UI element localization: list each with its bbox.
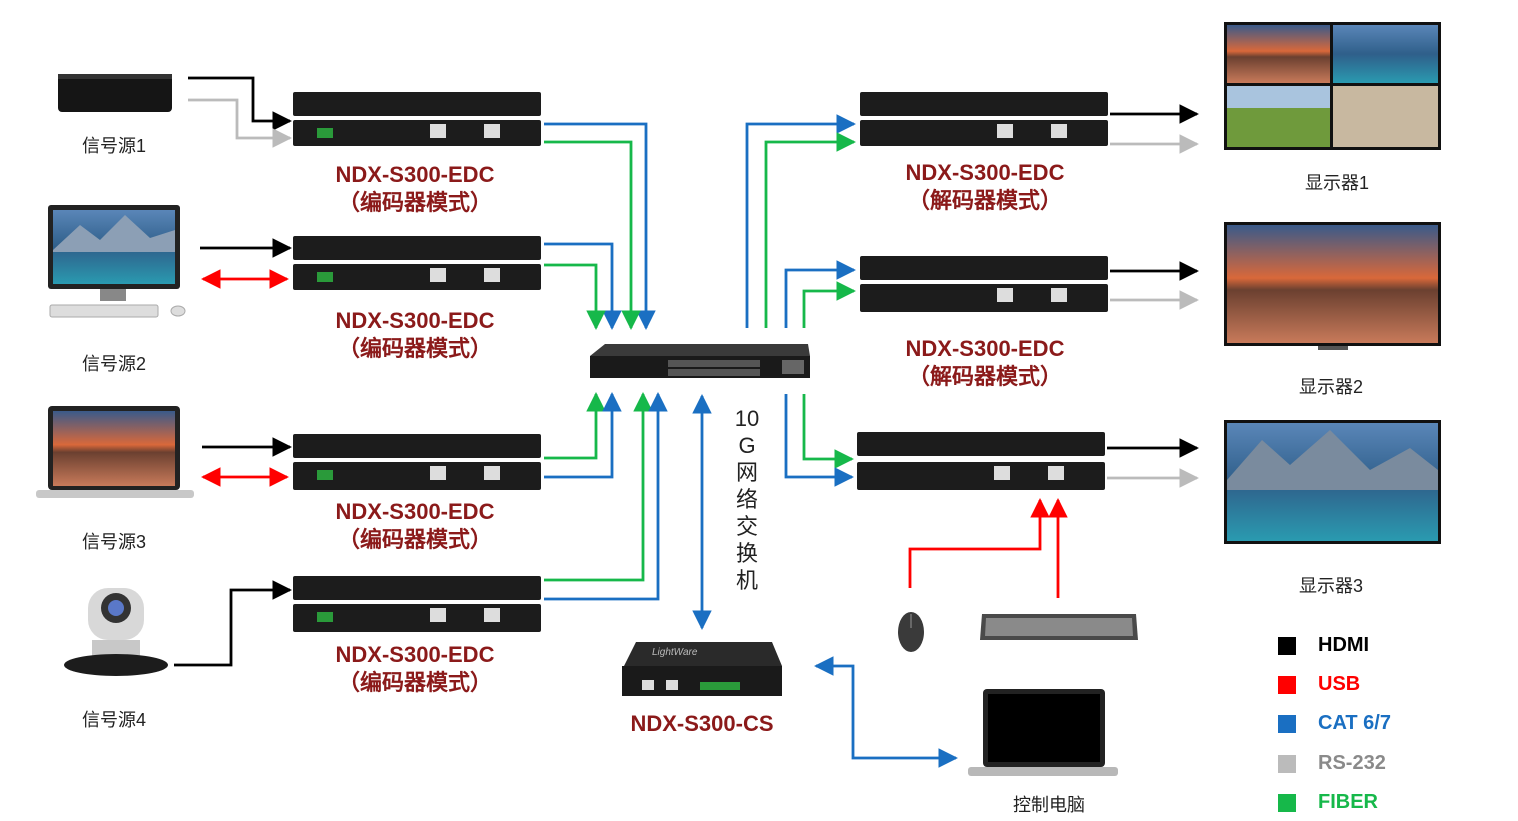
decoder-model-2: NDX-S300-EDC — [905, 336, 1065, 361]
switch-label-char: 机 — [735, 568, 758, 593]
source-label-2: 信号源2 — [82, 354, 147, 374]
controller-title: NDX-S300-CS — [630, 711, 774, 736]
encoder-unit-2 — [293, 236, 541, 290]
source-2-desktop-pc — [48, 205, 186, 318]
legend-item-usb: USB — [1278, 673, 1360, 696]
display-label-1: 显示器1 — [1305, 173, 1370, 193]
encoder-model-1: NDX-S300-EDC — [335, 162, 495, 187]
cat-line-encoder2 — [544, 242, 622, 330]
encoder-unit-4 — [293, 576, 541, 632]
fiber-line-encoder1 — [544, 140, 641, 330]
source-4-ptz-camera — [64, 588, 168, 676]
decoder-mode-1: （解码器模式） — [907, 188, 1062, 213]
decoder-title-2: NDX-S300-EDC （解码器模式） — [885, 335, 1085, 391]
legend-label-hdmi: HDMI — [1318, 634, 1370, 656]
switch-label-char: 网 — [735, 460, 758, 485]
fiber-line-decoder2 — [802, 281, 856, 328]
encoder-model-3: NDX-S300-EDC — [335, 499, 495, 524]
fiber-line-decoder3 — [802, 394, 854, 469]
encoder-title-1: NDX-S300-EDC （编码器模式） — [315, 161, 515, 217]
encoder-mode-4: （编码器模式） — [337, 670, 492, 695]
encoder-unit-3 — [293, 434, 541, 490]
legend-item-rs232: RS-232 — [1278, 752, 1386, 775]
controller-device — [622, 642, 782, 696]
display-3 — [1224, 420, 1441, 544]
encoder-mode-2: （编码器模式） — [337, 336, 492, 361]
legend-swatch-usb — [1278, 675, 1296, 694]
fiber-line-decoder1 — [764, 132, 856, 328]
display-1 — [1224, 22, 1441, 150]
fiber-line-encoder2 — [544, 263, 606, 330]
cat-line-encoder1 — [544, 122, 656, 330]
control-pc-label: 控制电脑 — [1013, 795, 1085, 815]
mouse — [898, 612, 924, 652]
source-label-3: 信号源3 — [82, 532, 147, 552]
cat-line-decoder1 — [745, 114, 856, 328]
encoder-title-3: NDX-S300-EDC （编码器模式） — [315, 498, 515, 554]
legend-label-rs232: RS-232 — [1318, 752, 1386, 774]
legend-label-cat: CAT 6/7 — [1318, 712, 1391, 734]
cat-line-decoder3 — [784, 394, 854, 487]
control-laptop — [968, 689, 1118, 776]
cat-line-encoder4 — [544, 392, 668, 601]
fiber-line-encoder4 — [544, 392, 653, 582]
hdmi-line-source1 — [188, 76, 292, 131]
decoder-unit-2 — [860, 256, 1108, 312]
source-3-laptop — [36, 406, 194, 498]
switch-label-char: 10 — [734, 406, 760, 431]
legend-swatch-hdmi — [1278, 636, 1296, 655]
legend-item-fiber: FIBER — [1278, 791, 1378, 814]
encoder-mode-3: （编码器模式） — [337, 527, 492, 552]
switch-label-char: G — [738, 433, 756, 458]
connections — [174, 76, 1199, 768]
fiber-line-encoder3 — [544, 392, 606, 460]
source-label-4: 信号源4 — [82, 710, 147, 730]
switch-label: 10 G 网 络 交 换 机 — [733, 405, 761, 594]
legend-swatch-cat — [1278, 714, 1296, 733]
encoder-title-4: NDX-S300-EDC （编码器模式） — [315, 641, 515, 697]
encoder-title-2: NDX-S300-EDC （编码器模式） — [315, 307, 515, 363]
legend-swatch-rs232 — [1278, 754, 1296, 773]
cat-line-encoder3 — [544, 392, 622, 479]
source-label-1: 信号源1 — [82, 136, 147, 156]
encoder-unit-1 — [293, 92, 541, 146]
decoder-model-1: NDX-S300-EDC — [905, 160, 1065, 185]
decoder-mode-2: （解码器模式） — [907, 364, 1062, 389]
decoder-title-1: NDX-S300-EDC （解码器模式） — [885, 159, 1085, 215]
legend-label-fiber: FIBER — [1318, 791, 1378, 813]
encoder-model-4: NDX-S300-EDC — [335, 642, 495, 667]
cat-line-control-pc — [814, 656, 958, 768]
cat-line-decoder2 — [784, 260, 856, 328]
legend-item-hdmi: HDMI — [1278, 634, 1369, 657]
rs232-line-source1 — [188, 98, 292, 148]
switch-label-char: 络 — [735, 487, 758, 512]
display-label-3: 显示器3 — [1299, 576, 1364, 596]
switch-label-char: 交 — [735, 514, 758, 539]
display-2 — [1224, 222, 1441, 350]
keyboard — [980, 614, 1138, 640]
decoder-unit-3 — [857, 432, 1105, 490]
display-label-2: 显示器2 — [1299, 377, 1364, 397]
encoder-mode-1: （编码器模式） — [337, 190, 492, 215]
legend-label-usb: USB — [1318, 673, 1361, 695]
network-switch — [590, 344, 810, 378]
switch-label-char: 换 — [735, 541, 758, 566]
encoder-model-2: NDX-S300-EDC — [335, 308, 495, 333]
hdmi-line-source4 — [174, 580, 292, 667]
controller-brand-text: LightWare — [652, 647, 698, 658]
legend-item-cat: CAT 6/7 — [1278, 712, 1391, 735]
decoder-unit-1 — [860, 92, 1108, 146]
usb-line-mouse — [908, 498, 1050, 588]
legend-swatch-fiber — [1278, 793, 1296, 812]
source-1-settop-box — [58, 74, 172, 112]
